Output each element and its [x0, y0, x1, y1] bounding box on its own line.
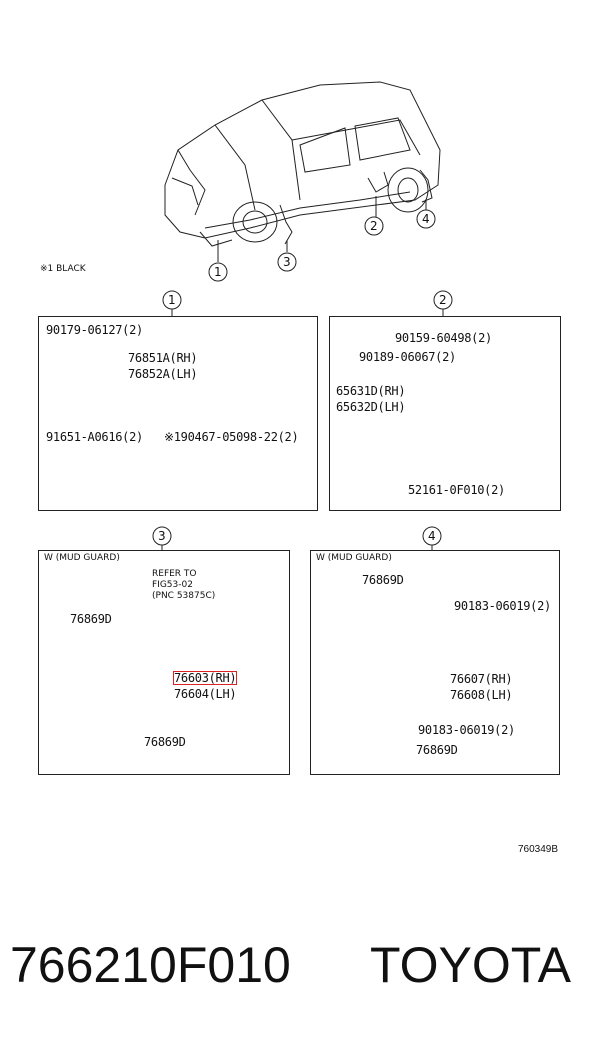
callout-2: 2 — [370, 219, 378, 233]
panel4-part-5[interactable]: 76869D — [416, 743, 458, 757]
panel4-part-1[interactable]: 90183-06019(2) — [454, 599, 551, 613]
panel4-part-0[interactable]: 76869D — [362, 573, 404, 587]
panel1-part-1[interactable]: 76851A(RH) — [128, 351, 198, 365]
panel1-part-3[interactable]: 91651-A0616(2) — [46, 430, 143, 444]
car-illustration — [164, 81, 441, 262]
callout-circle-4 — [416, 209, 436, 229]
panel4-header: W (MUD GUARD) — [316, 553, 392, 563]
panel3-refer-1[interactable]: FIG53-02 — [152, 580, 193, 590]
panel3-part-0[interactable]: 76869D — [70, 612, 112, 626]
callout-circle-2 — [364, 216, 384, 236]
panel-2 — [329, 316, 561, 511]
brand-name: TOYOTA — [370, 937, 571, 993]
panel3-header: W (MUD GUARD) — [44, 553, 120, 563]
panel2-part-2[interactable]: 65631D(RH) — [336, 384, 406, 398]
panel-number-1: 1 — [168, 293, 176, 307]
callout-1: 1 — [214, 265, 222, 279]
panel4-part-3[interactable]: 76608(LH) — [450, 688, 513, 702]
panel3-refer-0: REFER TO — [152, 569, 197, 579]
panel3-part-1-highlighted[interactable]: 76603(RH) — [172, 671, 238, 685]
panel3-part-3[interactable]: 76869D — [144, 735, 186, 749]
panel-number-3: 3 — [158, 529, 166, 543]
callout-3: 3 — [283, 255, 291, 269]
diagram-id: 760349B — [518, 844, 559, 855]
callout-4: 4 — [422, 212, 430, 226]
panel-number-4: 4 — [428, 529, 436, 543]
panel-1 — [38, 316, 318, 511]
note-black: ※1 BLACK — [40, 264, 86, 274]
panel2-part-4[interactable]: 52161-0F010(2) — [408, 483, 505, 497]
panel3-part-2[interactable]: 76604(LH) — [174, 687, 237, 701]
panel4-part-4[interactable]: 90183-06019(2) — [418, 723, 515, 737]
panel4-part-2[interactable]: 76607(RH) — [450, 672, 513, 686]
panel1-part-4[interactable]: ※190467-05098-22(2) — [164, 430, 299, 444]
panel1-part-0[interactable]: 90179-06127(2) — [46, 323, 143, 337]
panel2-part-0[interactable]: 90159-60498(2) — [395, 331, 492, 345]
panel-4 — [310, 550, 560, 775]
panel3-refer-2[interactable]: (PNC 53875C) — [152, 591, 216, 601]
panel2-part-3[interactable]: 65632D(LH) — [336, 400, 406, 414]
callout-circle-3 — [277, 252, 297, 272]
callout-circle-1 — [208, 262, 228, 282]
panel2-part-1[interactable]: 90189-06067(2) — [359, 350, 456, 364]
panel1-part-2[interactable]: 76852A(LH) — [128, 367, 198, 381]
part-number: 766210F010 — [10, 937, 291, 993]
panel-number-2: 2 — [439, 293, 447, 307]
panel-3 — [38, 550, 290, 775]
